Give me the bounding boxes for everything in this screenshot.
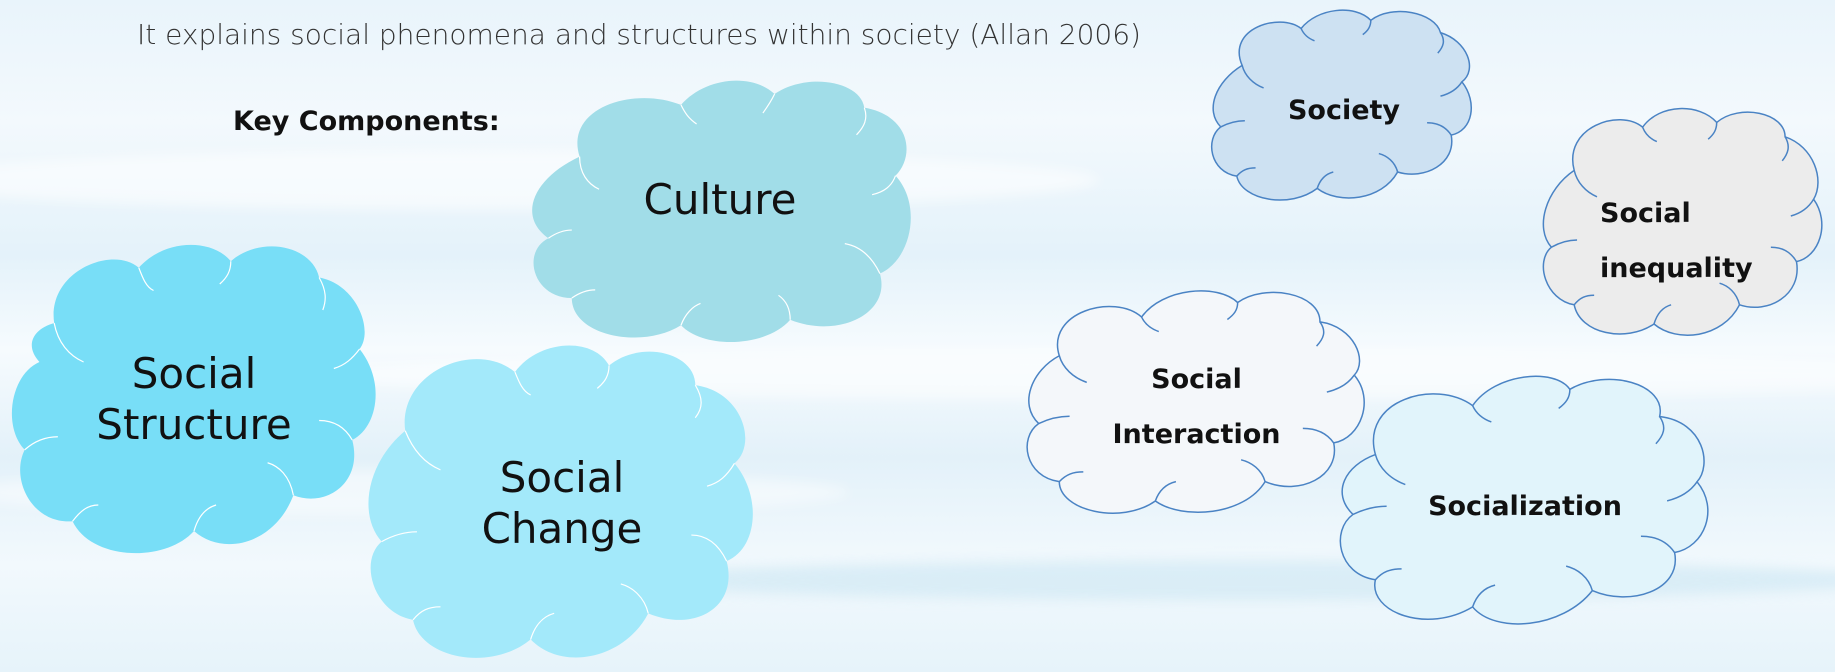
social-inequality-line1: Social bbox=[1600, 198, 1691, 229]
social-change-cloud-shape bbox=[368, 345, 753, 658]
social-inequality-cloud-shape bbox=[1540, 108, 1825, 348]
social-structure-label: Social Structure bbox=[10, 348, 378, 450]
culture-cloud: Culture bbox=[525, 75, 915, 347]
social-interaction-cloud: Social Interaction bbox=[1025, 288, 1368, 530]
social-interaction-line1: Social bbox=[1151, 364, 1242, 395]
social-inequality-label: Social inequality bbox=[1600, 186, 1753, 296]
society-cloud: Society bbox=[1210, 8, 1478, 213]
culture-cloud-shape bbox=[532, 80, 911, 343]
social-inequality-cloud: Social inequality bbox=[1540, 108, 1825, 348]
social-structure-line1: Social bbox=[131, 349, 257, 398]
social-structure-line2: Structure bbox=[96, 400, 292, 449]
cloud-body bbox=[11, 244, 376, 554]
social-structure-cloud-shape bbox=[11, 244, 376, 554]
cloud-body bbox=[368, 345, 753, 658]
cloud-body bbox=[1340, 376, 1708, 624]
social-change-cloud: Social Change bbox=[366, 345, 758, 672]
social-structure-cloud: Social Structure bbox=[10, 244, 378, 570]
intro-text: It explains social phenomena and structu… bbox=[137, 18, 1141, 51]
social-inequality-line2: inequality bbox=[1600, 253, 1753, 284]
culture-label: Culture bbox=[643, 175, 797, 224]
cloud-body bbox=[532, 80, 911, 343]
socialization-label: Socialization bbox=[1428, 491, 1622, 522]
social-change-label: Social Change bbox=[366, 452, 758, 554]
social-interaction-cloud-shape bbox=[1025, 288, 1368, 530]
cloud-body bbox=[1543, 109, 1821, 336]
social-interaction-line2: Interaction bbox=[1112, 419, 1281, 450]
social-interaction-label: Social Interaction bbox=[1025, 352, 1368, 462]
socialization-cloud-shape bbox=[1338, 373, 1712, 645]
social-change-line1: Social bbox=[499, 453, 625, 502]
society-cloud-shape bbox=[1210, 8, 1478, 213]
key-components-label: Key Components: bbox=[233, 106, 500, 137]
social-change-line2: Change bbox=[481, 504, 643, 553]
cloud-body bbox=[1212, 10, 1472, 200]
socialization-cloud: Socialization bbox=[1338, 373, 1712, 645]
society-label: Society bbox=[1287, 95, 1401, 126]
